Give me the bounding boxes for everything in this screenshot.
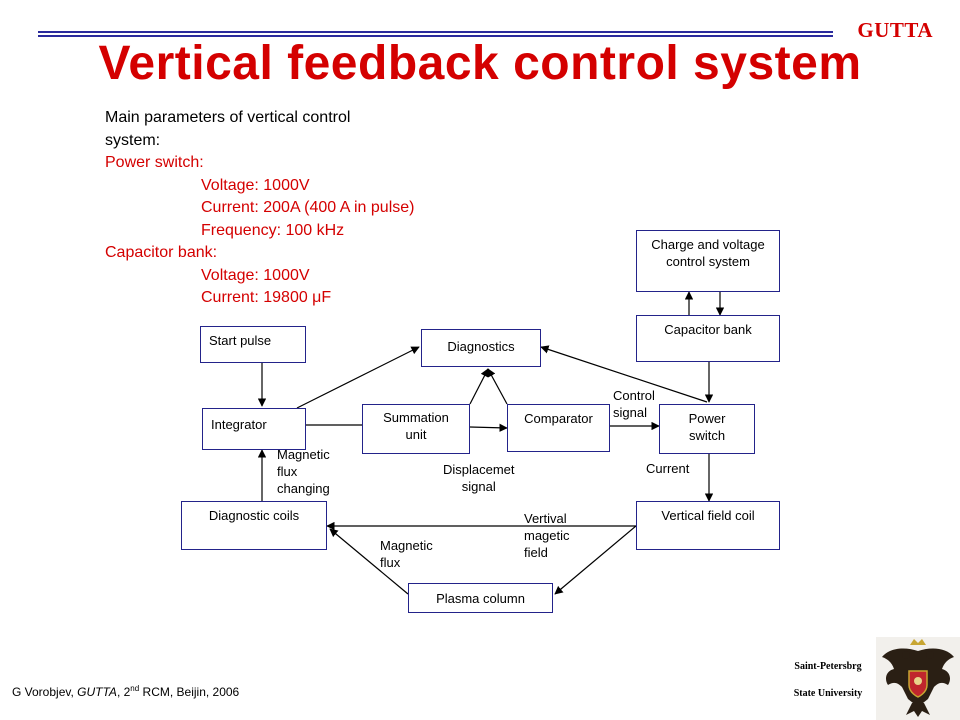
arrow-comparator-to-diagnostics [487, 368, 508, 405]
block-summation-unit: Summation unit [362, 404, 470, 454]
arrow-plasma-to-diagnostic-coils [329, 528, 409, 595]
label-displacement-signal: Displacemet signal [443, 462, 515, 494]
block-vertical-field-coil: Vertical field coil [636, 501, 780, 550]
footer-citation: G Vorobjev, GUTTA, 2nd RCM, Beijin, 2006 [12, 684, 240, 699]
block-capacitor-bank: Capacitor bank [636, 315, 780, 362]
block-capacitor-bank-label: Capacitor bank [664, 322, 752, 337]
block-vertical-field-coil-label: Vertical field coil [661, 508, 755, 523]
header-rule [38, 31, 833, 33]
brand-label: GUTTA [857, 18, 933, 42]
block-power-switch: Power switch [659, 404, 755, 454]
power-switch-label: Power switch: [105, 154, 204, 171]
power-switch-voltage: Voltage: 1000V [201, 176, 310, 194]
arrow-power-switch-to-diagnostics [540, 345, 708, 403]
double-headed-eagle-crest-icon [876, 637, 960, 720]
block-integrator-label: Integrator [211, 417, 267, 432]
block-integrator: Integrator [202, 408, 306, 450]
block-charge-control: Charge and voltage control system [636, 230, 780, 292]
arrow-summation-to-comparator [469, 423, 508, 432]
block-comparator: Comparator [507, 404, 610, 452]
block-plasma-column: Plasma column [408, 583, 553, 613]
capacitor-bank-voltage: Voltage: 1000V [201, 266, 310, 284]
block-start-pulse-label: Start pulse [209, 333, 272, 348]
power-switch-current: Current: 200A (400 A in pulse) [201, 199, 415, 216]
params-heading: Main parameters of vertical control [105, 109, 351, 126]
capacitor-bank-current: Current: 19800 μF [201, 289, 332, 306]
power-switch-frequency: Frequency: 100 kHz [201, 221, 345, 239]
label-control-signal: Control signal [613, 388, 655, 420]
block-charge-control-label: Charge and voltage control system [651, 237, 765, 269]
block-diagnostic-coils: Diagnostic coils [181, 501, 327, 550]
block-start-pulse: Start pulse [200, 326, 306, 363]
arrow-integrator-to-diagnostics [296, 346, 420, 409]
parameters-block: Main parameters of vertical control syst… [105, 107, 414, 310]
block-diagnostics-label: Diagnostics [447, 339, 515, 354]
label-magnetic-flux: Magnetic flux [380, 538, 433, 570]
block-comparator-label: Comparator [524, 411, 593, 426]
params-heading: system: [105, 131, 161, 149]
label-magnetic-flux-changing: Magnetic flux changing [277, 447, 330, 496]
label-current: Current [646, 461, 690, 476]
block-plasma-column-label: Plasma column [436, 591, 525, 606]
university-name-line2: State University [793, 688, 863, 699]
capacitor-bank-label: Capacitor bank: [105, 244, 218, 261]
slide-title: Vertical feedback control system [98, 37, 862, 90]
block-power-switch-label: Power switch [688, 411, 726, 443]
footer-project: GUTTA [77, 685, 117, 699]
block-summation-unit-label: Summation unit [383, 410, 449, 442]
arrow-summation-to-diagnostics [469, 368, 489, 405]
university-name-line1: Saint-Petersbrg [794, 661, 862, 672]
block-diagnostic-coils-label: Diagnostic coils [208, 508, 300, 523]
arrow-field-coil-to-plasma [554, 525, 637, 595]
block-diagnostics: Diagnostics [421, 329, 541, 367]
label-vertical-magnetic-field: Vertival magetic field [524, 511, 570, 560]
header-rule [38, 35, 833, 37]
